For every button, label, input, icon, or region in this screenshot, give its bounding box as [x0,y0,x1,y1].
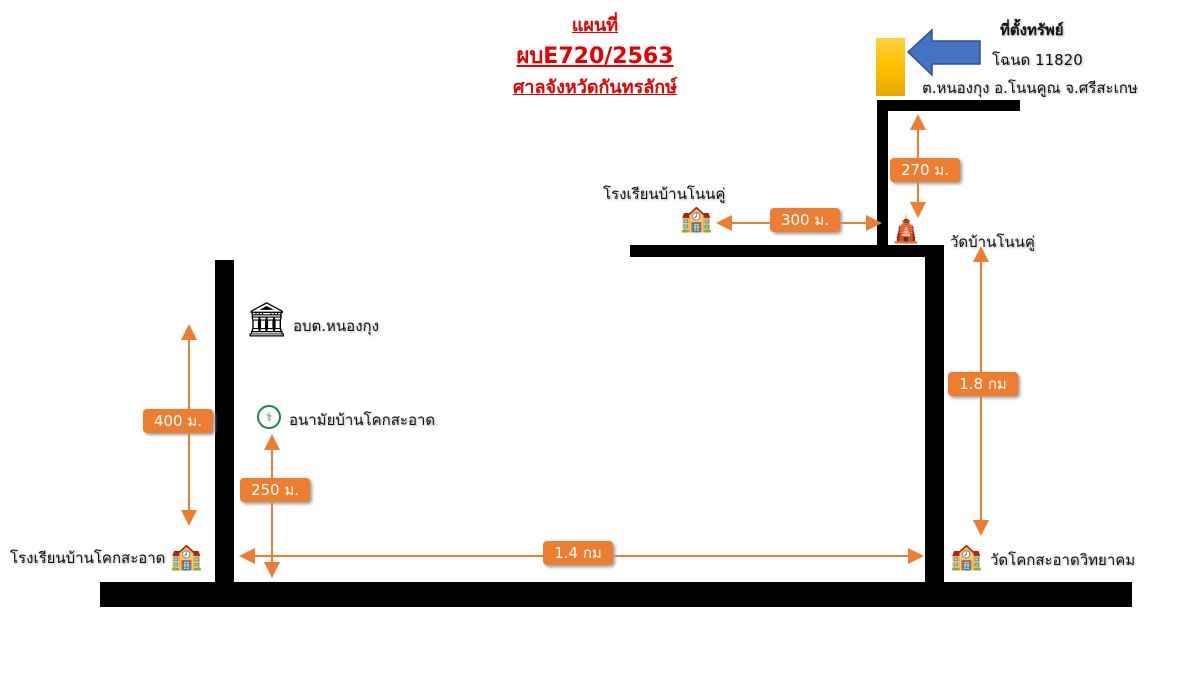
health-logo-icon: ⚕ [257,405,281,429]
distance-1-8km: 1.8 กม [948,372,1018,396]
property-marker [876,38,905,96]
temple-icon: 🛕 [890,215,923,245]
road-top-vertical [877,100,888,250]
court-name: ศาลจังหวัดกันทรลักษ์ [512,77,678,98]
property-heading: ที่ตั้งทรัพย์ [1000,21,1064,39]
label-temple-nonku: วัดบ้านโนนคู่ [950,233,1035,251]
label-obt: อบต.หนองกุง [293,317,379,335]
distance-400: 400 ม. [143,409,213,433]
road-middle-horizontal [630,245,944,257]
label-temple-khoksaat: วัดโคกสะอาดวิทยาคม [990,551,1136,569]
property-pointer-arrow [906,28,981,77]
label-school-nonku: โรงเรียนบ้านโนนคู่ [603,185,726,203]
building-icon: 🏛 [245,300,289,340]
property-deed: โฉนด 11820 [992,51,1083,69]
label-school-khoksaat: โรงเรียนบ้านโคกสะอาด [10,549,166,567]
road-right-vertical [925,248,944,607]
school-icon: 🏫 [170,542,203,572]
distance-250: 250 ม. [240,478,310,502]
case-number: ผบE720/2563 [516,44,674,69]
road-top-horizontal [877,100,1020,111]
property-address: ต.หนองกุง อ.โนนคูณ จ.ศรีสะเกษ [922,79,1138,97]
road-bottom [100,582,1132,607]
school-icon: 🏫 [680,204,713,234]
distance-270: 270 ม. [890,158,960,182]
distance-1-4km: 1.4 กม [543,541,613,565]
road-left-vertical [215,260,234,607]
map-title: แผนที่ [571,15,619,36]
school-icon: 🏫 [950,542,983,572]
distance-300: 300 ม. [770,208,840,232]
label-health-center: อนามัยบ้านโคกสะอาด [289,411,436,429]
